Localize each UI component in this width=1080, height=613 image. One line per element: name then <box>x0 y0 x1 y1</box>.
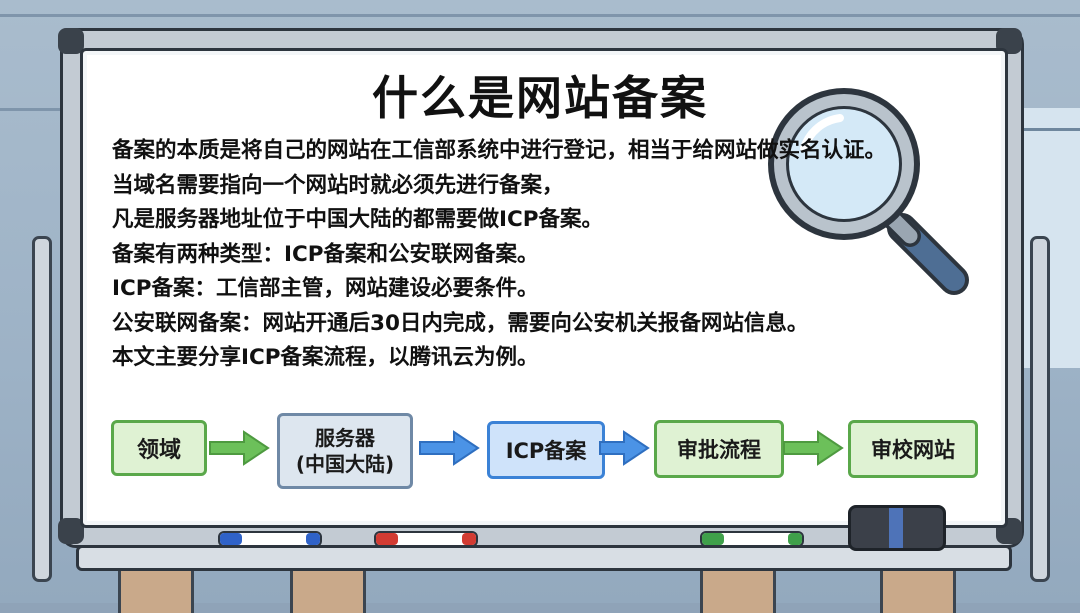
flow-step-label: 服务器 <box>315 426 375 450</box>
eraser-icon <box>848 505 946 551</box>
flow-step-icp: ICP备案 <box>487 421 605 479</box>
flow-step-review: 审校网站 <box>848 420 978 478</box>
arrow-right-icon <box>599 430 650 466</box>
marker-green-icon <box>700 531 804 547</box>
flow-step-approval: 审批流程 <box>654 420 784 478</box>
paragraph-line: ICP备案：工信部主管，网站建设必要条件。 <box>112 276 539 301</box>
paragraph-line: 当域名需要指向一个网站时就必须先进行备案， <box>112 172 564 198</box>
marker-blue-icon <box>218 531 322 547</box>
page-title: 什么是网站备案 <box>372 71 708 125</box>
arrow-right-icon <box>209 430 270 466</box>
paragraph-line: 备案有两种类型：ICP备案和公安联网备案。 <box>112 241 539 267</box>
frame-corner <box>58 518 84 544</box>
magnifying-glass-icon <box>768 88 969 295</box>
flow-step-domain: 领域 <box>111 420 207 476</box>
paragraph-line: 凡是服务器地址位于中国大陆的都需要做ICP备案。 <box>112 207 604 232</box>
paragraph-line: 本文主要分享ICP备案流程，以腾讯云为例。 <box>112 345 539 370</box>
stand-pole-left <box>32 236 52 582</box>
wall-line <box>0 14 1080 17</box>
flow-step-label: 领域 <box>136 438 181 463</box>
arrow-right-icon <box>783 430 844 466</box>
description-text: 备案的本质是将自己的网站在工信部系统中进行登记，相当于给网站做实名认证。 当域名… <box>112 134 992 376</box>
frame-corner <box>58 28 84 54</box>
arrow-right-icon <box>419 430 480 466</box>
marker-red-icon <box>374 531 478 547</box>
flow-step-label: 审批流程 <box>677 438 761 462</box>
paragraph-line: 公安联网备案：网站开通后30日内完成，需要向公安机关报备网站信息。 <box>112 310 809 336</box>
flow-step-server: 服务器 (中国大陆) <box>277 413 413 489</box>
flow-step-label: ICP备案 <box>505 439 587 463</box>
flow-step-label: 审校网站 <box>871 438 955 462</box>
stand-pole-right <box>1030 236 1050 582</box>
paragraph-line: 备案的本质是将自己的网站在工信部系统中进行登记，相当于给网站做实名认证。 <box>112 138 887 163</box>
flow-step-sublabel: (中国大陆) <box>295 452 395 476</box>
